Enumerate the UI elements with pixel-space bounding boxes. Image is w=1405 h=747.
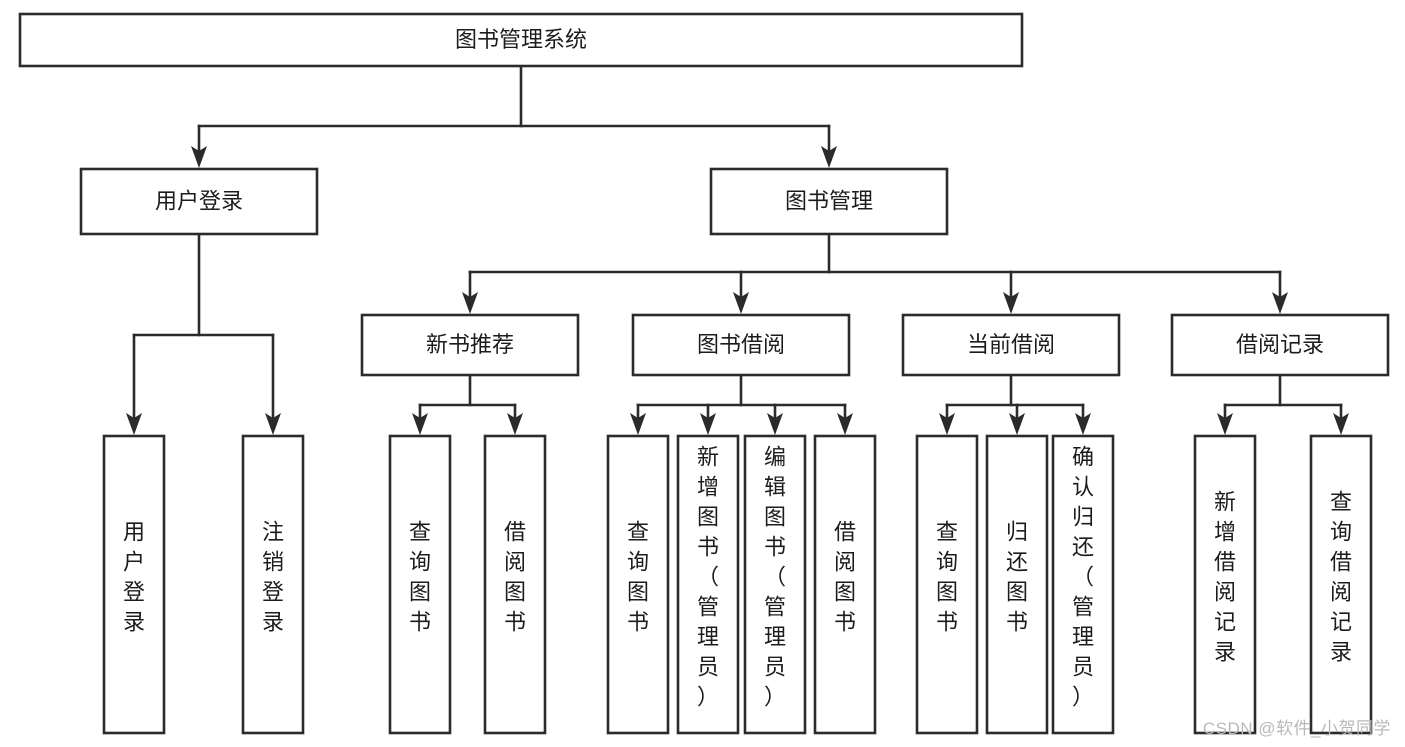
node-label: 归还图书	[1006, 520, 1028, 635]
node-label: 查询借阅记录	[1330, 490, 1352, 665]
node-label: 图书管理	[785, 188, 873, 213]
node-l2_1[interactable]: 图书管理	[709, 167, 949, 236]
node-box	[241, 434, 305, 735]
node-leaf_9[interactable]: 归还图书	[985, 434, 1049, 735]
node-box	[743, 434, 807, 735]
node-layer: 图书管理系统用户登录图书管理新书推荐图书借阅当前借阅借阅记录用户登录注销登录查询…	[18, 12, 1390, 735]
node-label: 借阅图书	[504, 520, 526, 635]
node-leaf_11[interactable]: 新增借阅记录	[1193, 434, 1257, 735]
node-label: 借阅图书	[834, 520, 856, 635]
node-leaf_4[interactable]: 查询图书	[606, 434, 670, 735]
connector-layer	[126, 64, 1349, 435]
node-leaf_6[interactable]: 编辑图书（管理员）	[743, 434, 807, 735]
node-box	[388, 434, 452, 735]
node-leaf_12[interactable]: 查询借阅记录	[1309, 434, 1373, 735]
node-box	[1051, 434, 1115, 735]
node-root[interactable]: 图书管理系统	[18, 12, 1024, 68]
node-label: 编辑图书（管理员）	[764, 445, 786, 710]
node-label: 新增借阅记录	[1214, 490, 1236, 665]
node-label: 图书借阅	[697, 332, 785, 357]
node-box	[606, 434, 670, 735]
node-label: 确认归还（管理员）	[1072, 445, 1094, 710]
node-leaf_3[interactable]: 借阅图书	[483, 434, 547, 735]
node-box	[18, 12, 1024, 68]
node-l3_2[interactable]: 当前借阅	[901, 313, 1121, 377]
node-label: 当前借阅	[967, 332, 1055, 357]
node-label: 查询图书	[627, 520, 649, 635]
node-label: 查询图书	[936, 520, 958, 635]
node-box	[360, 313, 580, 377]
node-label: 新增图书（管理员）	[697, 445, 719, 710]
node-box	[483, 434, 547, 735]
node-leaf_2[interactable]: 查询图书	[388, 434, 452, 735]
node-box	[1193, 434, 1257, 735]
node-box	[709, 167, 949, 236]
node-label: 用户登录	[155, 188, 243, 213]
node-label: 注销登录	[262, 520, 284, 635]
node-l3_1[interactable]: 图书借阅	[631, 313, 851, 377]
node-label: 借阅记录	[1236, 332, 1324, 357]
node-box	[1170, 313, 1390, 377]
node-label: 新书推荐	[426, 332, 514, 357]
node-box	[676, 434, 740, 735]
node-label: 查询图书	[409, 520, 431, 635]
node-l3_3[interactable]: 借阅记录	[1170, 313, 1390, 377]
node-box	[631, 313, 851, 377]
node-box	[1309, 434, 1373, 735]
node-l2_0[interactable]: 用户登录	[79, 167, 319, 236]
node-leaf_8[interactable]: 查询图书	[915, 434, 979, 735]
node-box	[79, 167, 319, 236]
node-leaf_0[interactable]: 用户登录	[102, 434, 166, 735]
node-leaf_7[interactable]: 借阅图书	[813, 434, 877, 735]
node-box	[915, 434, 979, 735]
node-label: 图书管理系统	[455, 27, 587, 52]
node-box	[813, 434, 877, 735]
node-label: 用户登录	[123, 520, 145, 635]
node-leaf_10[interactable]: 确认归还（管理员）	[1051, 434, 1115, 735]
node-box	[901, 313, 1121, 377]
node-l3_0[interactable]: 新书推荐	[360, 313, 580, 377]
node-box	[985, 434, 1049, 735]
node-box	[102, 434, 166, 735]
node-leaf_1[interactable]: 注销登录	[241, 434, 305, 735]
node-leaf_5[interactable]: 新增图书（管理员）	[676, 434, 740, 735]
